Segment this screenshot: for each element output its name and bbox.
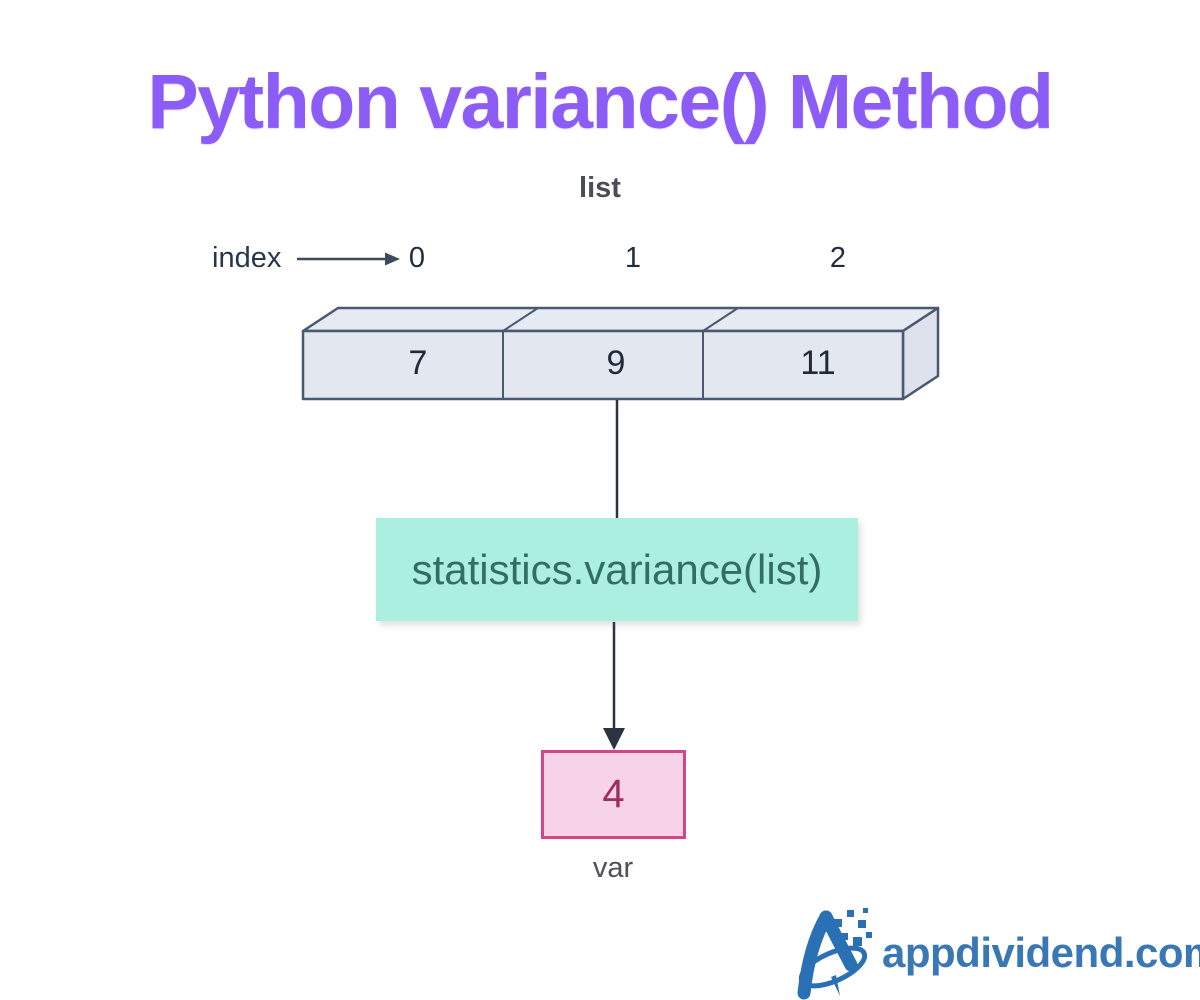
result-box: 4	[541, 750, 686, 839]
logo-pixel-dots	[834, 908, 872, 946]
array-cell-value-2: 11	[800, 344, 836, 382]
connector-function-to-result-arrow-icon	[603, 622, 625, 750]
index-number-1: 1	[624, 242, 642, 274]
brand-watermark: appdividend.com	[795, 905, 1200, 1000]
index-number-0: 0	[408, 242, 426, 274]
array-cell-value-0: 7	[408, 344, 428, 382]
index-arrow-icon	[297, 252, 400, 266]
function-call-label: statistics.variance(list)	[411, 545, 823, 593]
function-call-box: statistics.variance(list)	[376, 518, 858, 621]
page-title: Python variance() Method	[147, 59, 1054, 145]
brand-site-name: appdividend.com	[882, 928, 1200, 976]
list-label: list	[579, 172, 621, 204]
index-label: index	[212, 242, 282, 274]
result-value: 4	[602, 772, 625, 816]
appdividend-a-logo-icon	[797, 908, 872, 1000]
index-number-2: 2	[829, 242, 847, 274]
var-label: var	[592, 852, 634, 884]
array-cell-value-1: 9	[606, 344, 626, 382]
